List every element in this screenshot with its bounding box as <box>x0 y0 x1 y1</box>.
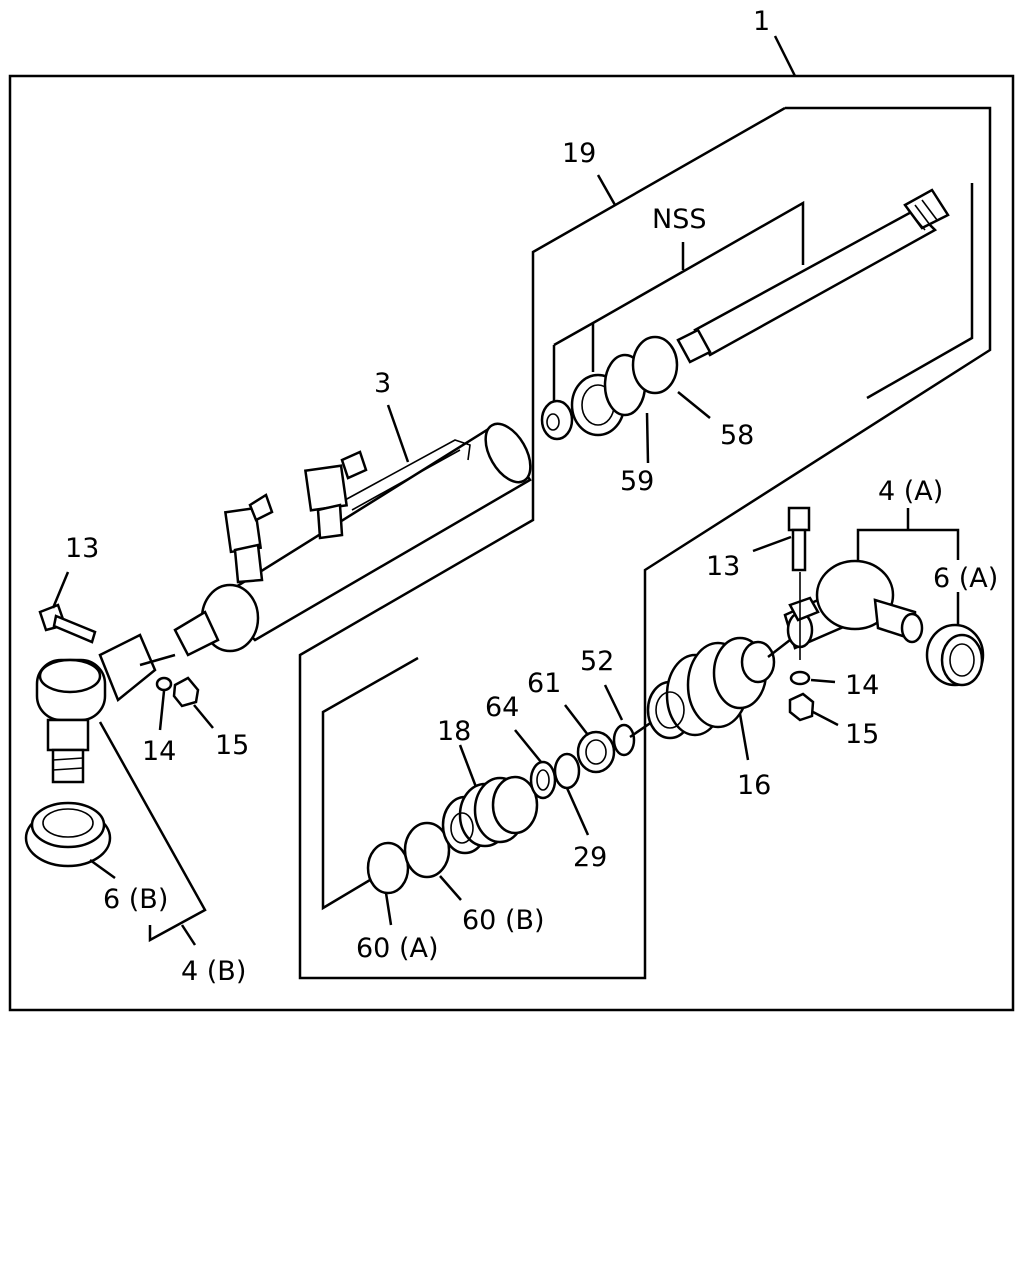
label-assembly-1: 1 <box>753 6 770 37</box>
label-ring-64: 64 <box>485 692 519 723</box>
bolt-13-right <box>787 506 811 572</box>
label-rod-19: 19 <box>562 138 596 169</box>
label-nss: NSS <box>652 204 706 235</box>
label-nut-15-right: 15 <box>845 719 879 750</box>
bolt-13-left <box>38 603 97 644</box>
ring-58 <box>631 335 679 395</box>
label-snap-ring-52: 52 <box>580 646 614 677</box>
label-boot-18: 18 <box>437 716 471 747</box>
label-tie-rod-end-4a: 4 (A) <box>878 476 943 507</box>
ring-64 <box>529 760 557 800</box>
nut-15-right <box>788 692 815 722</box>
label-tie-rod-end-4b: 4 (B) <box>181 956 246 987</box>
ring-60a <box>366 841 410 895</box>
label-boot-16: 16 <box>737 770 771 801</box>
washer-14-left <box>155 676 173 692</box>
label-nut-15-left: 15 <box>215 730 249 761</box>
label-bolt-13-left: 13 <box>65 533 99 564</box>
tie-rod-end-right <box>783 559 924 650</box>
label-washer-14-left: 14 <box>142 736 176 767</box>
label-bushing-61: 61 <box>527 668 561 699</box>
boot-16 <box>646 636 776 740</box>
label-ring-59: 59 <box>620 466 654 497</box>
tie-rod-end-left <box>35 633 176 784</box>
bushing-61 <box>576 730 616 774</box>
label-cylinder-3: 3 <box>374 368 391 399</box>
label-ring-29: 29 <box>573 842 607 873</box>
nut-15-left <box>172 676 200 708</box>
label-seal-6a: 6 (A) <box>933 563 998 594</box>
label-bolt-13-right: 13 <box>706 551 740 582</box>
ring-29 <box>553 752 581 790</box>
ring-60b <box>403 821 451 879</box>
label-seal-6b: 6 (B) <box>103 884 168 915</box>
seal-6a <box>925 623 985 687</box>
label-ring-60a: 60 (A) <box>356 933 438 964</box>
subassembly-frame <box>298 106 992 980</box>
cylinder <box>173 422 532 657</box>
washer-14-right <box>789 670 811 686</box>
assembly-frame <box>8 74 1015 1012</box>
label-ring-58: 58 <box>720 420 754 451</box>
boot-18 <box>441 775 539 855</box>
label-ring-60b: 60 (B) <box>462 905 545 936</box>
seal-6b <box>24 801 112 868</box>
snap-ring-52 <box>612 723 636 757</box>
label-washer-14-right: 14 <box>845 670 879 701</box>
piston-rod <box>676 188 950 364</box>
